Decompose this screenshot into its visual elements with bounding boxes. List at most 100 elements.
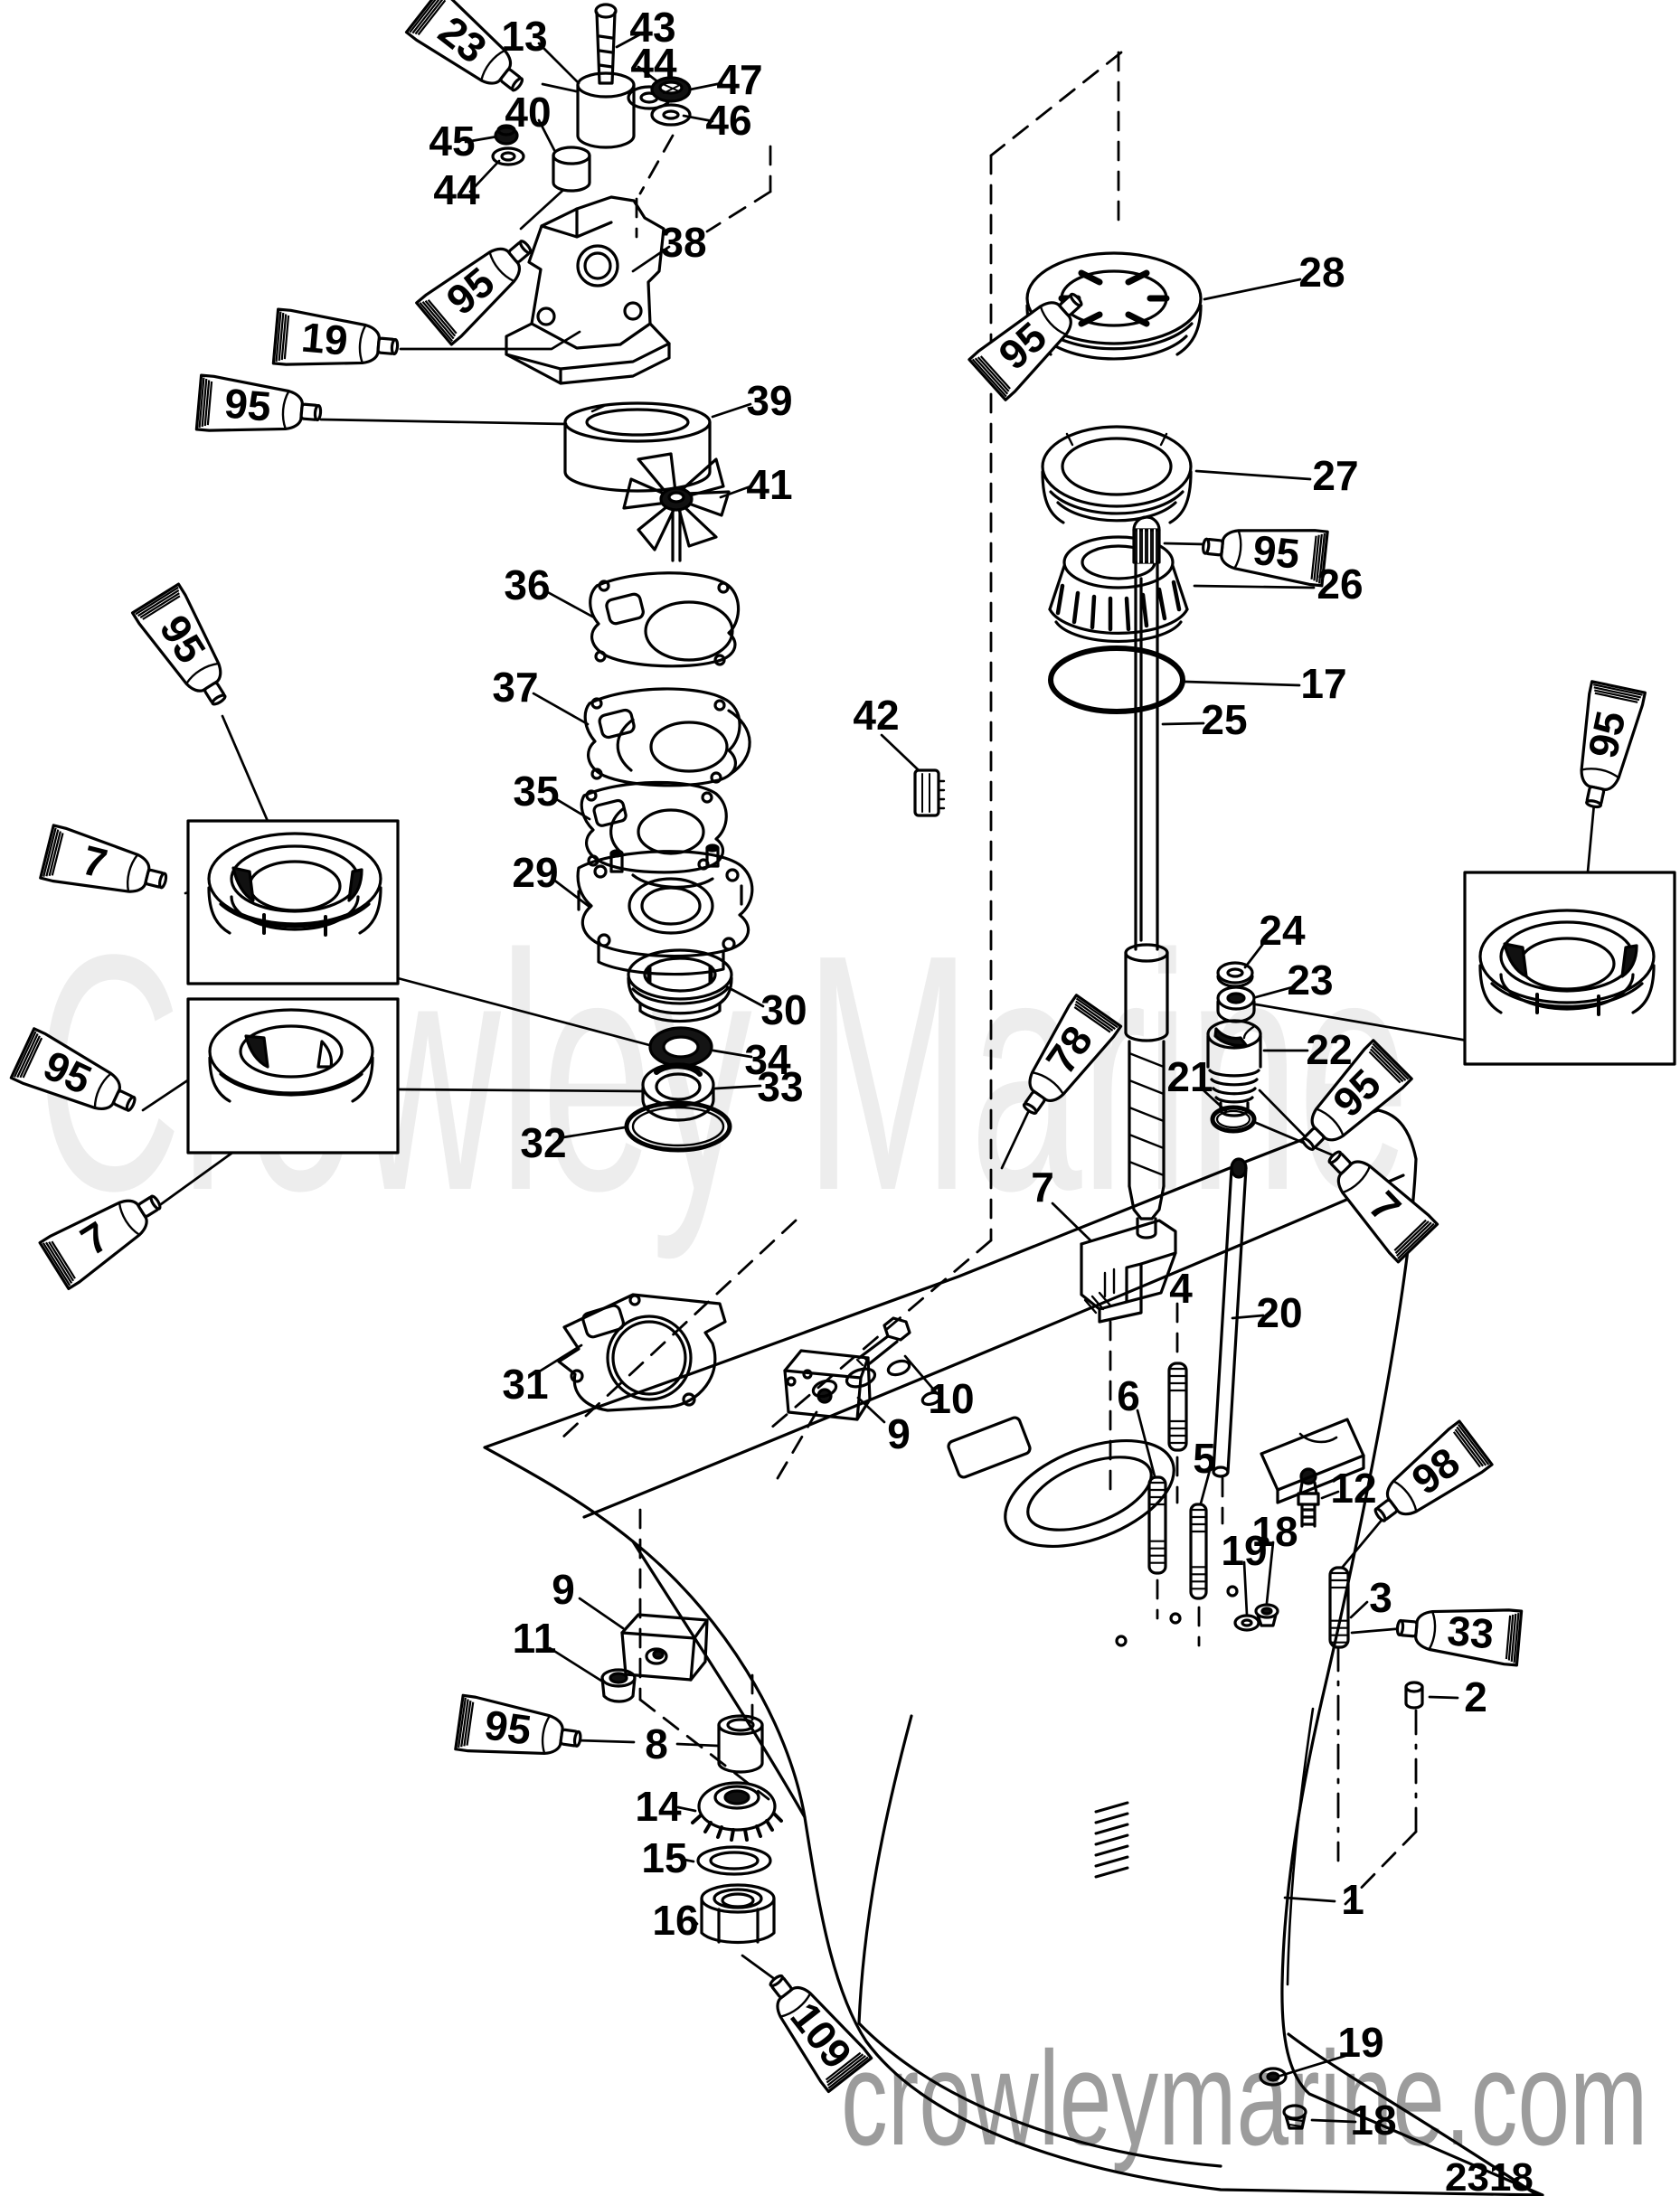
part-callout-7: 7: [1031, 1164, 1054, 1211]
driveshaft-25: [1124, 515, 1169, 1239]
bolt-10: [855, 1316, 911, 1367]
o-ring-17: [1048, 646, 1185, 714]
sealant-tube-label: 95: [482, 1701, 534, 1754]
part-callout-40: 40: [505, 89, 551, 136]
diagram-number: 2318: [1445, 2155, 1534, 2196]
part-callout-14: 14: [635, 1783, 682, 1830]
race-27: [1041, 425, 1193, 524]
part-callout-42: 42: [853, 692, 899, 739]
stud-6: [1147, 1475, 1167, 1575]
part-callout-10: 10: [928, 1375, 974, 1422]
block-9-upper: [783, 1349, 872, 1421]
water-tube-20: [1212, 1157, 1248, 1478]
seal-34: [648, 1026, 713, 1068]
part-callout-26: 26: [1317, 561, 1363, 608]
stud-5: [1189, 1503, 1208, 1600]
stud-4: [1167, 1362, 1188, 1452]
washer-19-mid: [1233, 1614, 1260, 1632]
part-callout-18: 18: [1251, 1508, 1298, 1555]
water-pump-base-38: [505, 195, 671, 385]
clip-42: [913, 768, 946, 817]
part-callout-2: 2: [1464, 1673, 1487, 1720]
part-callout-28: 28: [1298, 249, 1345, 296]
nut-47: [650, 76, 692, 103]
part-callout-24: 24: [1259, 907, 1306, 954]
gasket-35: [580, 780, 728, 874]
part-callout-22: 22: [1306, 1026, 1352, 1073]
bolt-43: [594, 3, 618, 85]
ring-23: [1216, 985, 1256, 1023]
part-callout-44: 44: [433, 166, 480, 213]
sealant-tube-95-icon: 95: [1202, 526, 1329, 588]
part-callout-35: 35: [513, 768, 559, 815]
impeller-41: [622, 452, 731, 562]
sealant-tube-98-icon: 98: [1373, 1419, 1494, 1522]
nut-11: [600, 1668, 637, 1703]
race-detail-box-lower: [186, 997, 400, 1155]
block-9-lower: [620, 1613, 709, 1682]
part-callout-12: 12: [1330, 1465, 1376, 1512]
part-callout-33: 33: [757, 1063, 803, 1110]
bearing-detail-box-right: [1463, 871, 1676, 1066]
part-callout-30: 30: [760, 986, 807, 1033]
sealant-tube-78-icon: 78: [1022, 994, 1123, 1115]
part-callout-11: 11: [513, 1615, 557, 1662]
part-callout-29: 29: [512, 849, 558, 896]
part-callout-37: 37: [492, 664, 538, 711]
sealant-tube-95-icon: 95: [194, 373, 323, 432]
sealant-tube-19-icon: 19: [271, 307, 400, 366]
washer-46: [650, 103, 692, 127]
part-callout-36: 36: [504, 561, 550, 608]
screw-18-mid: [1254, 1603, 1279, 1627]
water-intake-slits: [1094, 1801, 1129, 1879]
part-callout-9: 9: [887, 1410, 911, 1457]
part-callout-27: 27: [1312, 452, 1358, 499]
part-callout-18: 18: [1350, 2097, 1396, 2144]
sealant-tube-label: 19: [299, 314, 350, 364]
part-callout-43: 43: [629, 4, 675, 51]
pump-cup-39: [563, 401, 712, 493]
sealant-tube-7-icon: 7: [38, 1194, 162, 1291]
part-callout-19: 19: [1221, 1527, 1267, 1574]
part-callout-45: 45: [429, 118, 475, 165]
part-callout-23: 23: [1287, 957, 1333, 1004]
part-callout-19: 19: [1337, 2019, 1383, 2066]
carrier-30: [627, 948, 733, 1023]
part-callout-21: 21: [1166, 1053, 1213, 1100]
sealant-tube-109-icon: 109: [769, 1974, 873, 2094]
centerline-dashes: [1336, 1645, 1418, 1862]
part-callout-31: 31: [502, 1361, 548, 1408]
sealant-tube-7-icon: 7: [39, 824, 168, 893]
part-callout-34: 34: [744, 1036, 791, 1083]
sealant-tube-label: 33: [1446, 1607, 1496, 1657]
o-ring-21: [1210, 1105, 1257, 1134]
cap-45: [494, 124, 519, 146]
leader-lines: [141, 33, 1596, 2124]
part-callout-17: 17: [1300, 660, 1346, 707]
screw-18-bottom: [1282, 2104, 1307, 2130]
washer-15: [696, 1845, 772, 1876]
sealant-tube-95-icon: 95: [415, 240, 533, 346]
bearing-detail-box-upper: [186, 819, 400, 985]
sealant-tube-label: 95: [1579, 707, 1635, 762]
part-callout-46: 46: [705, 97, 751, 144]
gearcase-housing-1: [483, 1108, 1544, 2196]
site-watermark-text: crowleymarine.com: [841, 2024, 1648, 2173]
sealant-tube-95-icon: 95: [130, 582, 227, 706]
bushing-8: [717, 1714, 764, 1774]
part-callout-4: 4: [1169, 1265, 1193, 1312]
cylinder-13: [576, 71, 636, 149]
pump-base-29: [576, 844, 754, 976]
sealant-tube-label: 95: [1251, 526, 1301, 578]
part-callout-38: 38: [660, 219, 706, 266]
part-callout-44: 44: [630, 40, 677, 87]
part-callout-25: 25: [1201, 696, 1247, 743]
part-callout-3: 3: [1369, 1574, 1392, 1621]
part-callout-15: 15: [641, 1834, 687, 1881]
part-callout-6: 6: [1117, 1372, 1140, 1419]
part-callout-5: 5: [1193, 1435, 1216, 1482]
o-ring-32: [624, 1100, 732, 1153]
sealant-tube-95-icon: 95: [454, 1693, 582, 1756]
